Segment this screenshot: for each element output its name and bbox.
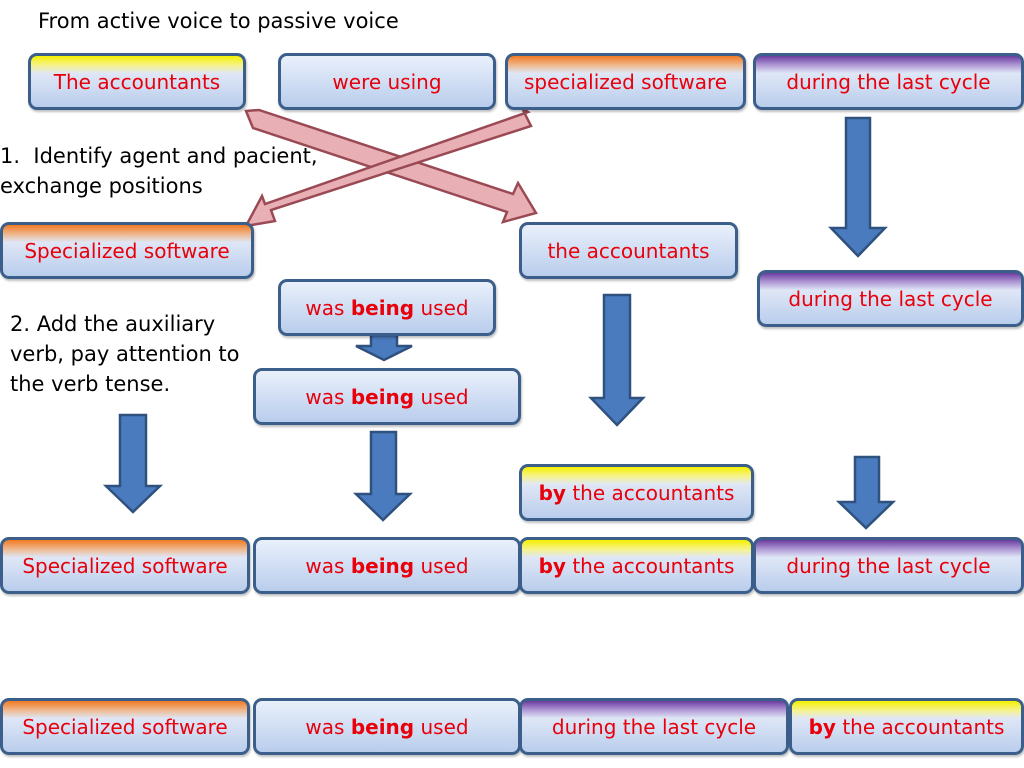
step-2-line-2: verb, pay attention to: [10, 342, 240, 366]
moved-time-box: during the last cycle: [757, 270, 1024, 327]
aux-verb-text-2: was being used: [305, 384, 469, 409]
result2-agent-box: by the accountants: [789, 698, 1024, 755]
exchanged-subject-box: Specialized software: [0, 222, 254, 279]
active-verb-text: were using: [332, 69, 442, 94]
result1-verb-text: was being used: [305, 553, 469, 578]
step-1-line-2: exchange positions: [0, 174, 203, 198]
result1-agent-text: by the accountants: [538, 553, 735, 578]
down-arrow-subject-icon: [102, 413, 164, 514]
down-arrow-aux-small-icon: [355, 333, 413, 362]
active-agent-text: The accountants: [53, 69, 221, 94]
result1-subject-box: Specialized software: [0, 537, 250, 594]
step-2-line-3: the verb tense.: [10, 372, 171, 396]
result1-verb-box: was being used: [253, 537, 521, 594]
result2-agent-text: by the accountants: [808, 714, 1005, 739]
active-time-text: during the last cycle: [786, 69, 991, 94]
aux-verb-text-1: was being used: [305, 295, 469, 320]
exchanged-agent-text: the accountants: [547, 238, 710, 263]
result2-subject-box: Specialized software: [0, 698, 250, 755]
exchanged-subject-text: Specialized software: [24, 238, 230, 263]
result2-verb-box: was being used: [253, 698, 521, 755]
moved-time-text: during the last cycle: [788, 286, 993, 311]
exchanged-agent-box: the accountants: [519, 222, 738, 279]
active-agent-box: The accountants: [28, 53, 246, 110]
active-object-text: specialized software: [523, 69, 728, 94]
result1-time-box: during the last cycle: [753, 537, 1024, 594]
by-agent-text: by the accountants: [538, 480, 735, 505]
result1-agent-box: by the accountants: [519, 537, 754, 594]
by-agent-box: by the accountants: [519, 464, 754, 521]
result1-subject-text: Specialized software: [22, 553, 228, 578]
down-arrow-verb-icon: [352, 430, 414, 522]
result1-time-text: during the last cycle: [786, 553, 991, 578]
result2-subject-text: Specialized software: [22, 714, 228, 739]
step-1-line-1: 1. Identify agent and pacient,: [0, 144, 318, 168]
active-verb-box: were using: [278, 53, 496, 110]
active-object-box: specialized software: [505, 53, 746, 110]
active-time-box: during the last cycle: [753, 53, 1024, 110]
down-arrow-time-2-icon: [835, 455, 897, 530]
result2-time-text: during the last cycle: [551, 714, 757, 739]
down-arrow-time-icon: [828, 116, 888, 258]
page-title: From active voice to passive voice: [38, 9, 399, 33]
step-2-line-1: 2. Add the auxiliary: [10, 312, 216, 336]
down-arrow-agent-icon: [588, 293, 646, 427]
result2-time-box: during the last cycle: [519, 698, 789, 755]
aux-verb-box-2: was being used: [253, 368, 521, 425]
result2-verb-text: was being used: [305, 714, 469, 739]
aux-verb-box-1: was being used: [278, 279, 496, 336]
